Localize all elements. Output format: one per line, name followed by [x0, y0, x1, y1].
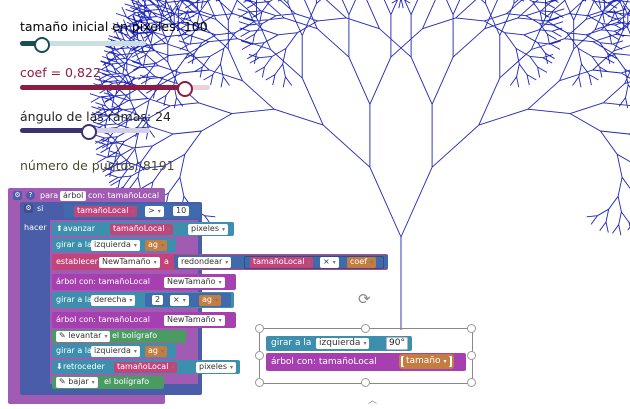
coef-slider-label: coef = 0,822: [20, 65, 101, 80]
handle-mr[interactable]: [467, 351, 476, 360]
size-slider-thumb[interactable]: [34, 37, 50, 53]
scroll-up-chevron-icon[interactable]: ︿: [368, 396, 378, 406]
back-icon: ⬇: [56, 362, 63, 371]
pen-up-suffix: el bolígrafo: [112, 331, 158, 340]
set-to-label: a: [164, 257, 169, 266]
back-var-chip[interactable]: tamañoLocal▾: [114, 362, 178, 373]
forward-icon: ⬆: [56, 224, 63, 233]
handle-bl[interactable]: [255, 378, 264, 387]
if-gear-icon[interactable]: ⚙: [24, 204, 33, 213]
coef-slider-track[interactable]: [20, 85, 210, 90]
multiply-var-chip[interactable]: tamañoLocal▾: [250, 257, 314, 268]
overlay-call-arg[interactable]: tamaño▾: [399, 354, 454, 369]
turn-left-ag-chip-2[interactable]: ag▾: [145, 346, 167, 357]
overlay-call-label: árbol con: tamañoLocal: [271, 357, 377, 367]
turn-left-label: girar a la: [56, 240, 92, 249]
handle-ml[interactable]: [255, 351, 264, 360]
forward-var-chip[interactable]: tamañoLocal▾: [110, 224, 174, 235]
turn-left-direction-dropdown[interactable]: izquierda▾: [91, 240, 140, 251]
pen-up-dropdown[interactable]: ✎ levantar▾: [56, 331, 111, 342]
turn-left-direction-dropdown-2[interactable]: izquierda▾: [91, 346, 140, 357]
call-tree-label-1: árbol con: tamañoLocal: [56, 277, 150, 286]
handle-tl[interactable]: [255, 324, 264, 333]
overlay-turn-label: girar a la: [271, 338, 312, 348]
tree-branches: [89, 0, 630, 330]
size-slider-track[interactable]: [20, 41, 146, 46]
points-count: número de puntos: 8191: [20, 158, 175, 173]
overlay-direction-dropdown[interactable]: izquierda▾: [316, 338, 370, 349]
overlay-angle-input[interactable]: 90°: [386, 337, 408, 350]
call-tree-arg-1[interactable]: NewTamaño▾: [164, 277, 225, 288]
multiply-op-chip[interactable]: ×▾: [320, 257, 339, 268]
procedure-gear-icon[interactable]: ⚙: [13, 191, 22, 200]
handle-tm[interactable]: [361, 324, 370, 333]
multiply-angle-number[interactable]: 2: [152, 295, 164, 305]
handle-tr[interactable]: [467, 324, 476, 333]
pen-down-dropdown[interactable]: ✎ bajar▾: [56, 377, 98, 388]
forward-label: avanzar: [63, 224, 95, 233]
angle-slider-label: ángulo de las ramas: 24: [20, 109, 171, 124]
angle-slider-thumb[interactable]: [81, 124, 97, 140]
handle-bm[interactable]: [361, 378, 370, 387]
call-tree-label-2: árbol con: tamañoLocal: [56, 315, 150, 324]
procedure-help-icon[interactable]: ?: [26, 191, 35, 200]
do-label: hacer: [24, 223, 47, 232]
rotate-icon[interactable]: ⟳: [358, 290, 371, 308]
forward-unit-dropdown[interactable]: pixeles▾: [188, 224, 229, 235]
set-label: establecer: [56, 257, 98, 266]
compare-op-chip[interactable]: >▾: [145, 206, 164, 217]
back-label: retroceder: [63, 362, 105, 371]
turn-left-ag-chip[interactable]: ag▾: [145, 240, 167, 251]
handle-br[interactable]: [467, 378, 476, 387]
set-var-chip[interactable]: NewTamaño▾: [99, 257, 160, 268]
turn-left-label-2: girar a la: [56, 346, 92, 355]
if-label: si: [37, 204, 44, 213]
coef-slider-thumb[interactable]: [177, 81, 193, 97]
compare-var-chip[interactable]: tamañoLocal▾: [74, 206, 138, 217]
proc-header-label: para: [40, 191, 59, 200]
size-slider-label: tamaño inicial en pixeles: 100: [20, 19, 208, 34]
compare-value[interactable]: 10: [173, 206, 190, 216]
multiply-angle-op[interactable]: ×▾: [170, 295, 189, 306]
back-unit-dropdown[interactable]: pixeles▾: [196, 362, 237, 373]
proc-param-label: con: tamañoLocal: [88, 191, 160, 200]
round-dropdown[interactable]: redondear▾: [178, 257, 232, 268]
multiply-coef-chip[interactable]: coef▾: [347, 257, 377, 268]
turn-right-label: girar a la: [56, 295, 92, 304]
proc-name-field[interactable]: árbol: [60, 191, 87, 201]
pen-down-suffix: el bolígrafo: [104, 377, 150, 386]
turn-right-direction-dropdown[interactable]: derecha▾: [91, 295, 136, 306]
call-tree-arg-2[interactable]: NewTamaño▾: [164, 315, 225, 326]
multiply-angle-ag[interactable]: ag▾: [199, 295, 221, 306]
